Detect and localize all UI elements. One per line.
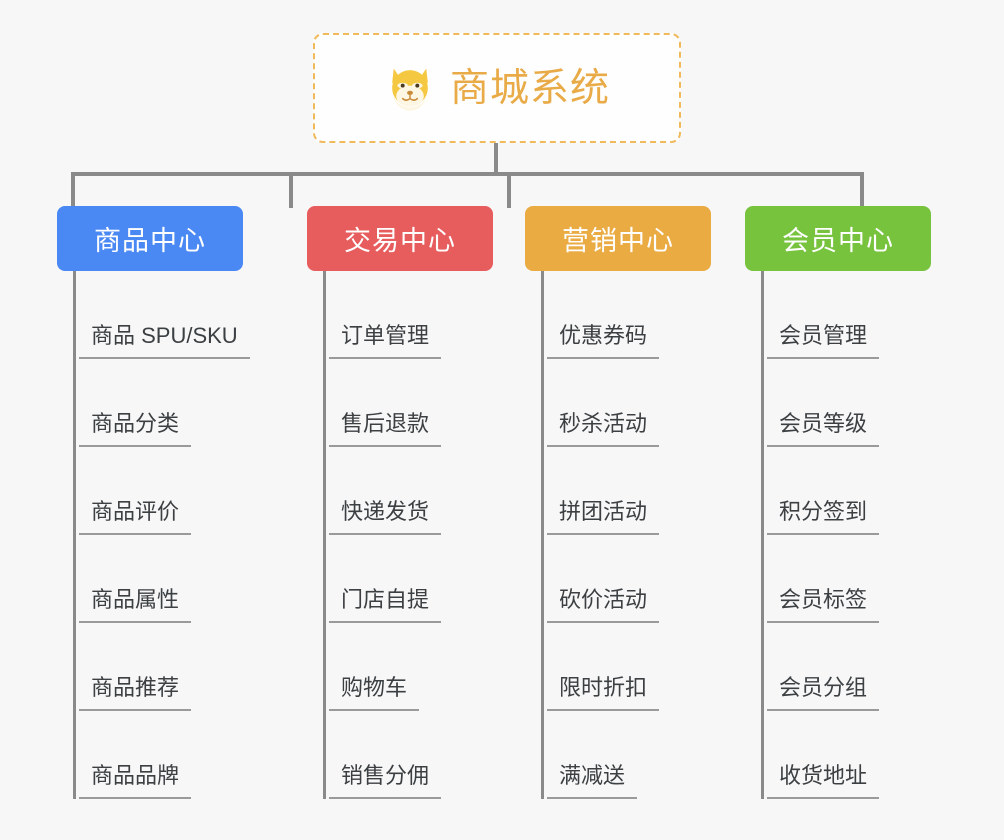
leaf-label: 商品推荐 [79,677,192,711]
leaf-item[interactable]: 商品品牌 [73,711,257,799]
leaf-item[interactable]: 销售分佣 [323,711,507,799]
leaf-label: 砍价活动 [547,589,660,623]
leaf-label: 会员等级 [767,413,880,447]
leaf-spine [541,271,544,799]
leaf-label: 商品 SPU/SKU [79,325,250,359]
leaf-label: 会员管理 [767,325,880,359]
connector-drop-member-center [860,172,864,208]
category-label: 会员中心 [782,226,894,256]
leaf-item[interactable]: 商品属性 [73,535,257,623]
connector-horizontal-bus [71,172,864,176]
root-title: 商城系统 [449,66,610,110]
leaf-item[interactable]: 订单管理 [323,271,507,359]
connector-drop-marketing-center [507,172,511,208]
leaf-label: 商品评价 [79,501,192,535]
category-label: 商品中心 [94,226,206,256]
leaf-label: 购物车 [329,677,420,711]
leaf-item[interactable]: 秒杀活动 [541,359,725,447]
leaf-label: 收货地址 [767,765,880,799]
leaf-item[interactable]: 收货地址 [761,711,945,799]
leaf-label: 销售分佣 [329,765,442,799]
leaf-item[interactable]: 快递发货 [323,447,507,535]
leaf-item[interactable]: 满减送 [541,711,725,799]
category-header-marketing-center[interactable]: 营销中心 [525,206,711,271]
leaf-item[interactable]: 积分签到 [761,447,945,535]
leaf-list-trade-center: 订单管理 售后退款 快递发货 门店自提 购物车 销售分佣 [307,271,507,799]
connector-drop-trade-center [289,172,293,208]
leaf-label: 满减送 [547,765,638,799]
leaf-item[interactable]: 门店自提 [323,535,507,623]
leaf-label: 秒杀活动 [547,413,660,447]
leaf-label: 积分签到 [767,501,880,535]
leaf-label: 会员标签 [767,589,880,623]
leaf-item[interactable]: 售后退款 [323,359,507,447]
leaf-label: 快递发货 [329,501,442,535]
leaf-item[interactable]: 会员标签 [761,535,945,623]
leaf-item[interactable]: 购物车 [323,623,507,711]
leaf-spine [323,271,326,799]
leaf-item[interactable]: 商品推荐 [73,623,257,711]
leaf-spine [761,271,764,799]
connector-drop-product-center [71,172,75,208]
branch-trade-center: 交易中心 订单管理 售后退款 快递发货 门店自提 购物车 销售分佣 [307,206,507,799]
leaf-item[interactable]: 商品 SPU/SKU [73,271,257,359]
leaf-item[interactable]: 限时折扣 [541,623,725,711]
leaf-label: 会员分组 [767,677,880,711]
leaf-label: 商品分类 [79,413,192,447]
category-header-trade-center[interactable]: 交易中心 [307,206,493,271]
leaf-list-marketing-center: 优惠券码 秒杀活动 拼团活动 砍价活动 限时折扣 满减送 [525,271,725,799]
category-label: 交易中心 [344,226,456,256]
branch-marketing-center: 营销中心 优惠券码 秒杀活动 拼团活动 砍价活动 限时折扣 满减送 [525,206,725,799]
leaf-item[interactable]: 优惠券码 [541,271,725,359]
leaf-item[interactable]: 商品评价 [73,447,257,535]
leaf-item[interactable]: 会员等级 [761,359,945,447]
leaf-list-member-center: 会员管理 会员等级 积分签到 会员标签 会员分组 收货地址 [745,271,945,799]
category-header-product-center[interactable]: 商品中心 [57,206,243,271]
branch-product-center: 商品中心 商品 SPU/SKU 商品分类 商品评价 商品属性 商品推荐 商品品牌 [57,206,257,799]
leaf-label: 商品品牌 [79,765,192,799]
leaf-label: 限时折扣 [547,677,660,711]
leaf-label: 售后退款 [329,413,442,447]
category-header-member-center[interactable]: 会员中心 [745,206,931,271]
leaf-label: 商品属性 [79,589,192,623]
leaf-item[interactable]: 会员分组 [761,623,945,711]
root-node[interactable]: 商城系统 [313,33,681,143]
leaf-label: 门店自提 [329,589,442,623]
leaf-item[interactable]: 砍价活动 [541,535,725,623]
leaf-label: 优惠券码 [547,325,660,359]
leaf-spine [73,271,76,799]
branch-member-center: 会员中心 会员管理 会员等级 积分签到 会员标签 会员分组 收货地址 [745,206,945,799]
leaf-item[interactable]: 会员管理 [761,271,945,359]
connector-root-stem [494,143,498,175]
category-label: 营销中心 [562,226,674,256]
leaf-label: 拼团活动 [547,501,660,535]
leaf-list-product-center: 商品 SPU/SKU 商品分类 商品评价 商品属性 商品推荐 商品品牌 [57,271,257,799]
leaf-item[interactable]: 商品分类 [73,359,257,447]
leaf-item[interactable]: 拼团活动 [541,447,725,535]
shiba-dog-face-icon [384,62,436,114]
leaf-label: 订单管理 [329,325,442,359]
